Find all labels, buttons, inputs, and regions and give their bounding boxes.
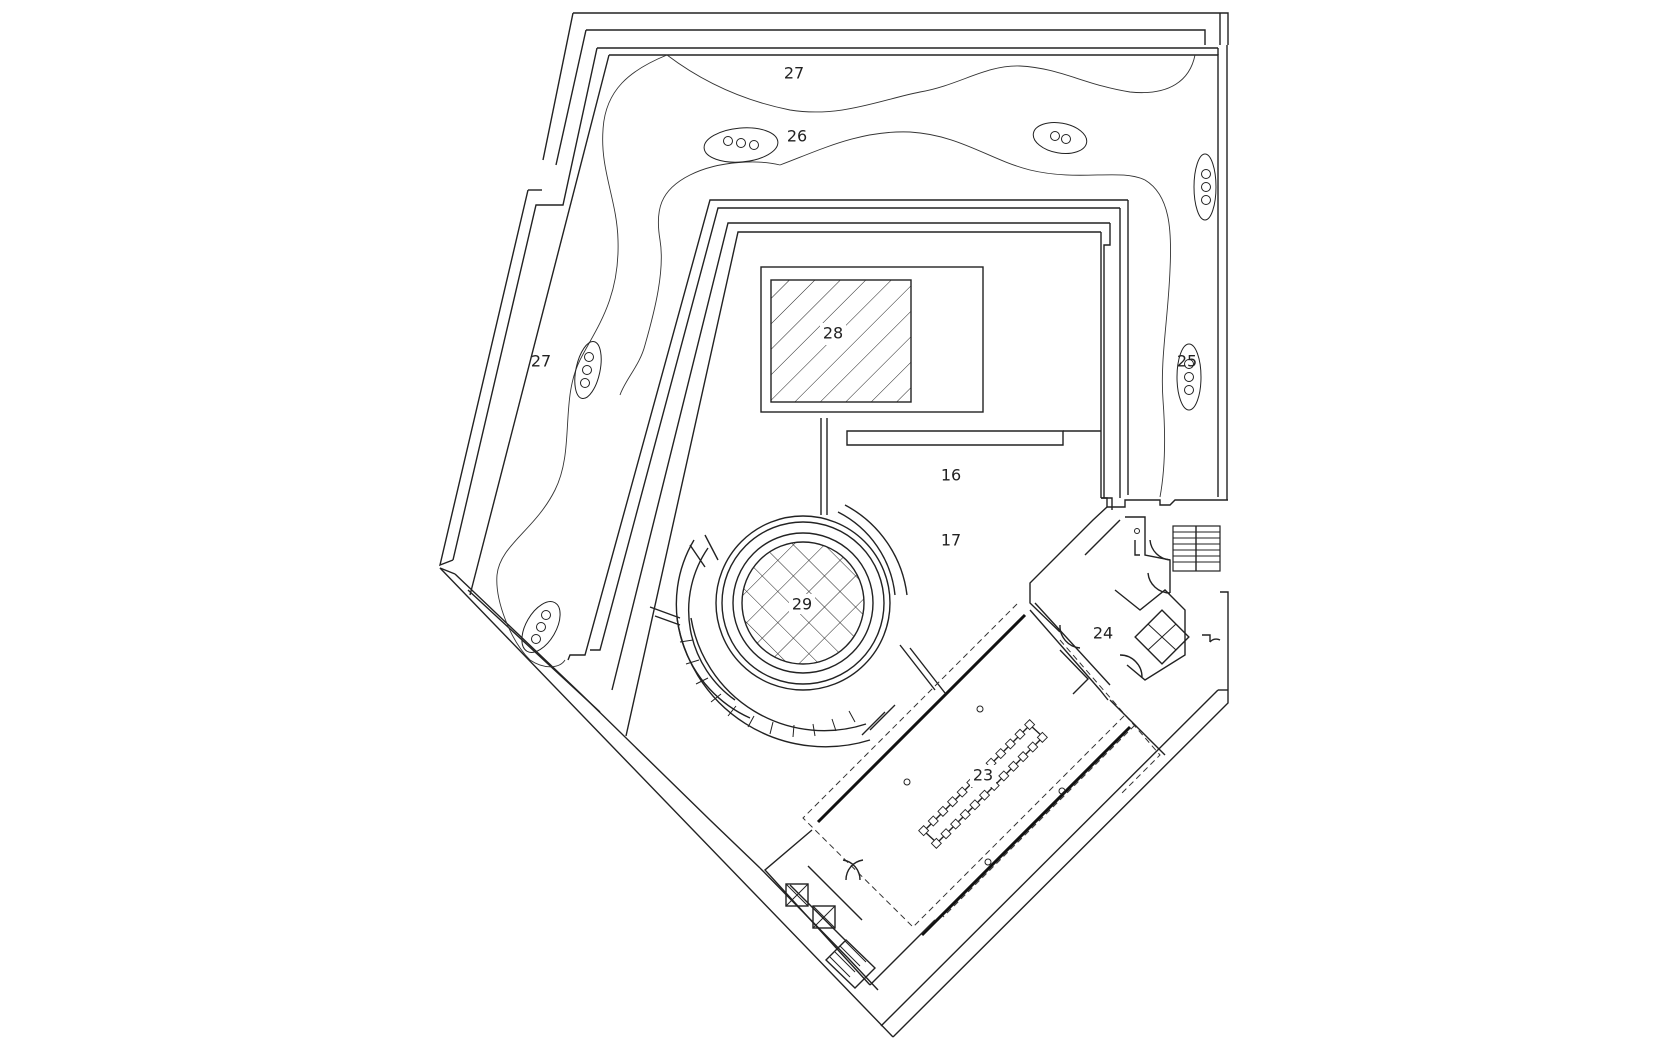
- room-label-28: 28: [823, 324, 843, 343]
- outer-envelope: [439, 12, 1229, 596]
- chair: [940, 828, 952, 840]
- void-28: [760, 266, 984, 413]
- lower-core: [759, 859, 879, 991]
- planter-bottom-left: [521, 601, 561, 653]
- chair: [956, 786, 968, 798]
- planter-top-right: [1032, 122, 1088, 154]
- planter-left: [574, 341, 602, 399]
- room-label-29: 29: [792, 595, 812, 614]
- rotunda-29: [649, 504, 946, 748]
- chair: [1027, 741, 1039, 753]
- room-label-25: 25: [1177, 352, 1197, 371]
- room-label-24: 24: [1093, 624, 1113, 643]
- interior-walls-16: [820, 418, 1101, 515]
- room-labels: 27 26 27 25 28 16 17 29 24 23: [531, 64, 1197, 787]
- planter-right-upper: [1193, 153, 1217, 221]
- chair: [959, 808, 971, 821]
- chair: [995, 747, 1007, 760]
- conference-chairs: [918, 719, 1048, 849]
- planter-right-lower: [1176, 343, 1202, 411]
- room-label-27-top: 27: [784, 64, 804, 83]
- chair: [946, 796, 959, 808]
- chair: [998, 770, 1010, 782]
- chair: [1024, 719, 1036, 731]
- room-label-26: 26: [787, 127, 807, 146]
- chair: [1007, 760, 1020, 772]
- chair: [969, 799, 981, 811]
- chair: [1004, 738, 1016, 750]
- chair: [978, 789, 991, 801]
- garden-outline: [496, 54, 1196, 668]
- chair: [918, 825, 930, 837]
- chair: [950, 818, 962, 830]
- chair: [930, 837, 942, 849]
- chair: [1036, 731, 1048, 743]
- room-label-16: 16: [941, 466, 961, 485]
- room-label-17: 17: [941, 531, 961, 550]
- chair: [927, 815, 939, 827]
- planter-top-left: [703, 127, 779, 163]
- core-24: [1029, 497, 1228, 695]
- chair: [937, 805, 949, 817]
- envelope-lower: [439, 567, 1229, 1038]
- terrace-walls: [567, 199, 1129, 737]
- room-label-27-left: 27: [531, 352, 551, 371]
- room-label-23: 23: [973, 766, 993, 785]
- chair: [1014, 728, 1026, 740]
- chair: [1017, 751, 1029, 763]
